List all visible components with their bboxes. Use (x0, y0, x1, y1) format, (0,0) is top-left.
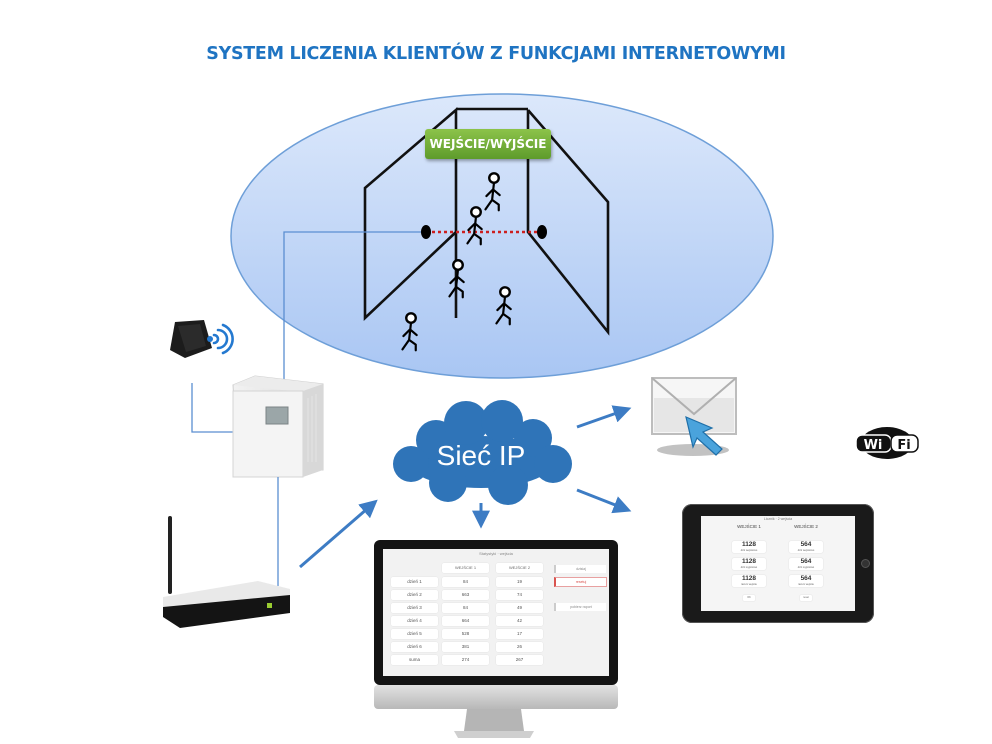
monitor-cell-value: 19 (496, 577, 543, 587)
monitor-table-row: dzień 2 663 74 (391, 590, 623, 600)
person-figure (484, 172, 501, 212)
monitor-table-row: dzień 4 664 42 (391, 616, 623, 626)
monitor-row-label: dzień 4 (391, 616, 438, 626)
monitor-table-row: dzień 3 84 49 (391, 603, 623, 613)
monitor-header: Statystyki · wejścia (479, 551, 513, 556)
monitor-screen: Statystyki · wejścia WEJŚCIE 1 WEJŚCIE 2… (383, 549, 609, 676)
gate-right-panel (526, 109, 610, 336)
person-figure (466, 206, 483, 246)
arrow-network-to-email (576, 405, 632, 429)
beam-emitter-left (421, 225, 431, 239)
gate-left-panel (363, 107, 458, 322)
wifi-logo-icon: Wi Fi (855, 427, 919, 459)
counter-value: 564 (800, 575, 812, 582)
monitor-cell-value: 528 (442, 629, 489, 639)
tablet-header: Licznik · 2 wejścia (763, 517, 793, 521)
counter-value: 1128 (741, 541, 757, 548)
people-group (401, 172, 512, 352)
monitor-cell-value: 49 (496, 603, 543, 613)
monitor-row-label: suma (391, 655, 438, 665)
monitor-cell-value: 74 (496, 590, 543, 600)
counter-label: dziś wyjściowo (797, 566, 815, 569)
monitor-cell-value: 84 (442, 577, 489, 587)
counter-value: 564 (800, 558, 812, 565)
monitor-cell-value: 267 (496, 655, 543, 665)
wireless-sensor (170, 320, 234, 358)
tablet-button-reset[interactable]: reset (800, 595, 812, 601)
monitor-column-header: WEJŚCIE 2 (496, 563, 543, 573)
person-figure (495, 286, 512, 326)
counting-zone (230, 93, 774, 379)
monitor-table-row: dzień 5 528 17 (391, 629, 623, 639)
counter-label: razem wejście (798, 583, 814, 586)
monitor-button-today[interactable]: dzisiaj (554, 565, 606, 573)
counter-value: 564 (800, 541, 812, 548)
monitor-button-reset[interactable]: resetuj (554, 577, 607, 587)
monitor-row-label: dzień 5 (391, 629, 438, 639)
sensor-cable (283, 231, 424, 385)
counter-label: dziś wejściowo (797, 549, 815, 552)
person-figure (401, 312, 418, 352)
monitor-cell-value: 381 (442, 642, 489, 652)
monitor-table-row: dzień 6 381 26 (391, 642, 623, 652)
monitor-cell-value: 26 (496, 642, 543, 652)
monitor-row-label: dzień 1 (391, 577, 438, 587)
monitor-cell-value: 663 (442, 590, 489, 600)
tablet-column-header: WEJŚCIE 1 (737, 524, 761, 529)
person-figure (448, 259, 465, 299)
monitor-stand (374, 685, 618, 738)
tablet-column-header: WEJŚCIE 2 (794, 524, 818, 529)
cursor-arrow-icon (685, 415, 723, 456)
diagram-title: SYSTEM LICZENIA KLIENTÓW Z FUNKCJAMI INT… (206, 44, 786, 64)
monitor-cell-value: 84 (442, 603, 489, 613)
counter-label: razem wejście (741, 583, 757, 586)
counter-label: dziś wyjściowo (740, 566, 758, 569)
desktop-monitor: Statystyki · wejścia WEJŚCIE 1 WEJŚCIE 2… (374, 540, 618, 685)
wifi-router (163, 516, 290, 628)
arrow-router-to-network (299, 499, 378, 569)
monitor-button-report[interactable]: pobierz raport (554, 603, 606, 611)
monitor-cell-value: 17 (496, 629, 543, 639)
arrow-network-to-tablet (576, 488, 632, 514)
monitor-table-row: suma 274 267 (391, 655, 623, 665)
sensor-to-controller-cable (191, 383, 233, 433)
ip-network-label: Sieć IP (436, 440, 526, 471)
tablet-home-button[interactable] (861, 559, 870, 568)
wireless-signal-icon (212, 323, 234, 355)
monitor-cell-value: 42 (496, 616, 543, 626)
wifi-logo-left: Wi (864, 438, 883, 453)
wifi-logo-right: Fi (897, 438, 910, 453)
monitor-row-label: dzień 2 (391, 590, 438, 600)
monitor-table-row: dzień 1 84 19 (391, 577, 623, 587)
counter-value: 1128 (741, 558, 757, 565)
monitor-cell-value: 664 (442, 616, 489, 626)
entrance-exit-badge: WEJŚCIE/WYJŚCIE (425, 129, 551, 159)
tablet-button-ok[interactable]: OK (743, 595, 755, 601)
email-icon (651, 377, 737, 456)
monitor-row-label: dzień 6 (391, 642, 438, 652)
counter-value: 1128 (741, 575, 757, 582)
tablet: Licznik · 2 wejścia WEJŚCIE 1 WEJŚCIE 2 … (682, 504, 874, 623)
counter-label: dziś wejściowo (740, 549, 758, 552)
gate-structure (363, 107, 610, 336)
tablet-screen: Licznik · 2 wejścia WEJŚCIE 1 WEJŚCIE 2 … (701, 516, 855, 611)
monitor-column-header: WEJŚCIE 1 (442, 563, 489, 573)
counter-controller-box (232, 375, 324, 478)
monitor-row-label: dzień 3 (391, 603, 438, 613)
monitor-cell-value: 274 (442, 655, 489, 665)
beam-receiver-right (537, 225, 547, 239)
ip-network-cloud (393, 400, 572, 505)
